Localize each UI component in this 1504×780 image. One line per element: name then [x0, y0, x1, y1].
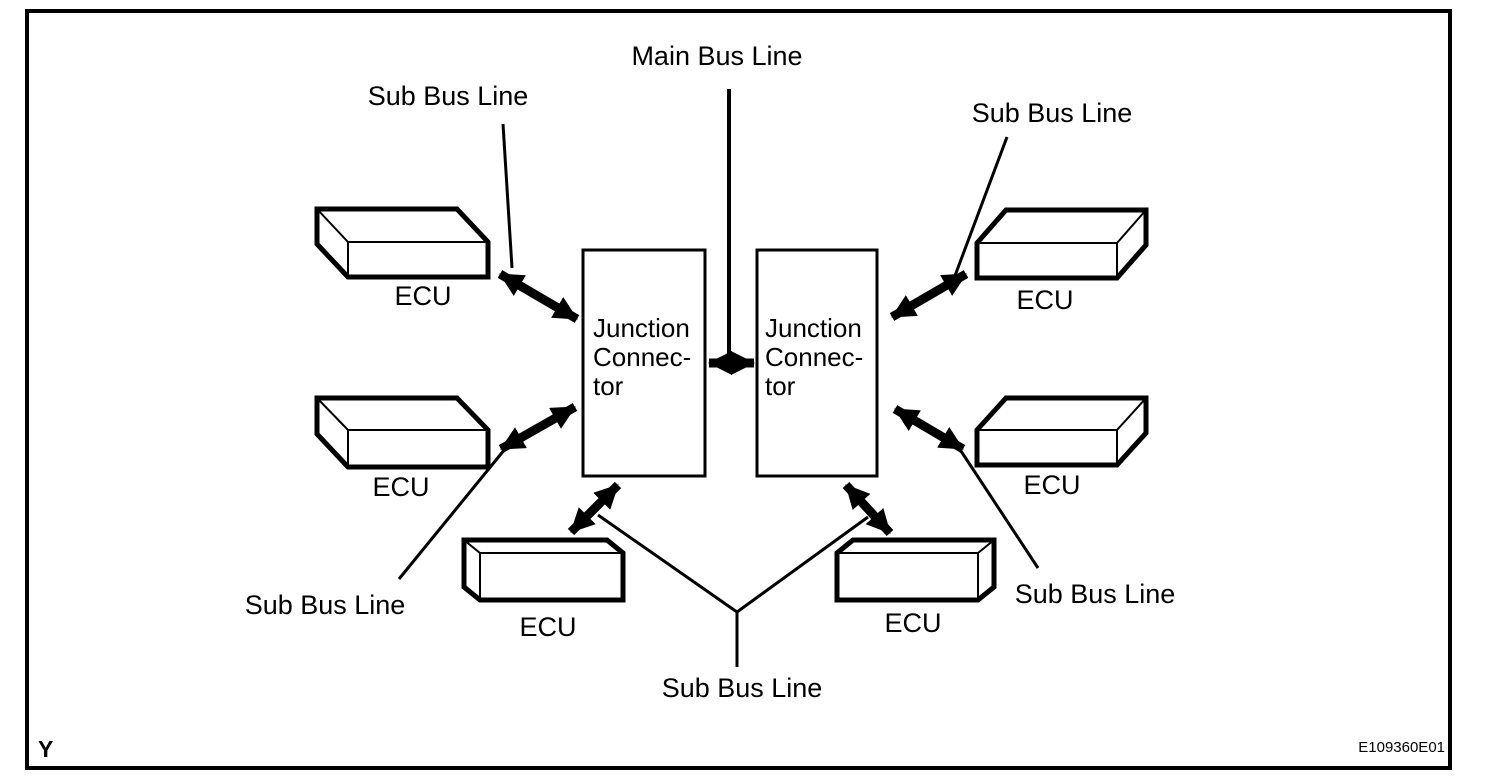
ecu-label-bottom-left: ECU	[519, 612, 576, 642]
sub-bus-leader-bottom-center	[597, 513, 869, 667]
ecu-label-bottom-right: ECU	[884, 608, 941, 638]
figure-corner-letter: Y	[38, 736, 53, 762]
figure-id-code: E109360E01	[1358, 739, 1445, 756]
sub-bus-line-label-bottom-right: Sub Bus Line	[1015, 579, 1176, 609]
junction-right-line2: Connec-	[765, 342, 863, 372]
junction-right-line3: tor	[765, 371, 796, 401]
sub-bus-line-label-bottom-left: Sub Bus Line	[245, 590, 406, 620]
sub-bus-arrow-bottom-left	[567, 481, 622, 536]
sub-bus-leader-bottom-left	[397, 448, 507, 580]
sub-bus-arrow-top-right	[889, 270, 969, 321]
sub-bus-line-label-top-right: Sub Bus Line	[972, 98, 1133, 128]
ecu-box-middle-left	[314, 395, 491, 470]
ecu-box-bottom-right	[834, 537, 997, 603]
junction-connector-label-left: Junction Connec- tor	[593, 313, 691, 401]
sub-bus-leader-top-left	[501, 123, 514, 269]
junction-connector-label-right: Junction Connec- tor	[765, 313, 863, 401]
ecu-label-middle-right: ECU	[1023, 470, 1080, 500]
sub-bus-line-label-top-left: Sub Bus Line	[368, 81, 529, 111]
ecu-box-top-left	[314, 206, 491, 280]
sub-bus-arrow-middle-right	[892, 405, 966, 453]
sub-bus-arrow-bottom-right	[842, 481, 894, 537]
junction-left-line2: Connec-	[593, 342, 691, 372]
main-bus-line-label: Main Bus Line	[631, 41, 802, 71]
ecu-label-top-right: ECU	[1016, 285, 1073, 315]
sub-bus-line-label-bottom-center: Sub Bus Line	[662, 673, 823, 703]
junction-left-line3: tor	[593, 371, 624, 401]
sub-bus-arrow-middle-left	[498, 403, 578, 453]
sub-bus-leader-bottom-right	[957, 447, 1040, 569]
junction-left-line1: Junction	[593, 313, 690, 343]
sub-bus-arrow-top-left	[497, 270, 580, 323]
sub-bus-leader-top-right	[951, 136, 1009, 282]
ecu-box-middle-right	[974, 395, 1149, 468]
junction-connector-box-left	[581, 248, 707, 478]
figure-border	[25, 9, 1452, 770]
ecu-box-top-right	[974, 207, 1149, 281]
junction-connector-box-right	[755, 248, 879, 478]
ecu-label-top-left: ECU	[394, 281, 451, 311]
ecu-box-bottom-left	[461, 537, 626, 603]
ecu-label-middle-left: ECU	[372, 472, 429, 502]
junction-right-line1: Junction	[765, 313, 862, 343]
